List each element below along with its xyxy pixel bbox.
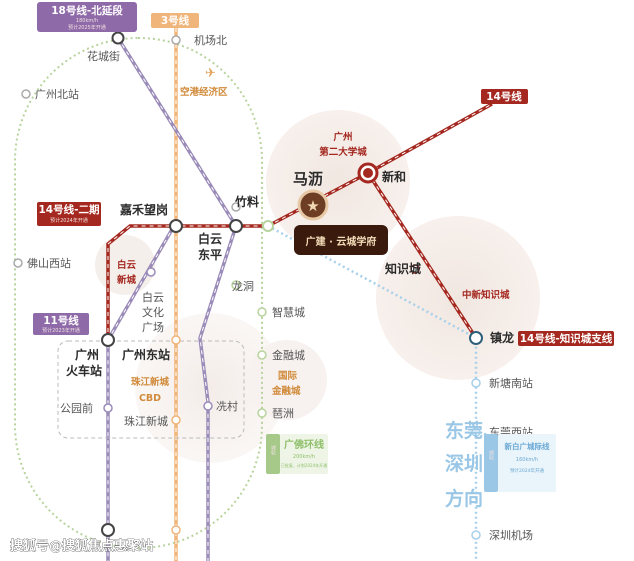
station-baiyunwenhua-3: 广场 bbox=[142, 320, 164, 334]
svg-text:预计2025年开通: 预计2025年开通 bbox=[68, 24, 106, 31]
svg-text:14号线-知识城支线: 14号线-知识城支线 bbox=[520, 332, 613, 345]
interchange-stations bbox=[101, 31, 483, 537]
svg-text:18号线-北延段: 18号线-北延段 bbox=[51, 4, 123, 17]
zone-jinrong-circle bbox=[247, 340, 327, 420]
svg-text:城轨: 城轨 bbox=[270, 444, 276, 456]
zone-baiyunxc-2: 新城 bbox=[117, 274, 137, 286]
svg-text:★: ★ bbox=[306, 197, 319, 215]
svg-text:11号线: 11号线 bbox=[43, 314, 79, 327]
station-jichangbei: 机场北 bbox=[194, 33, 227, 47]
zone-cbd-1: 珠江新城 bbox=[131, 376, 170, 388]
tag-line18: 18号线-北延段 180km/h 预计2025年开通 bbox=[37, 2, 137, 32]
station-zhenlong: 镇龙 bbox=[490, 330, 514, 345]
tag-line14b: 14号线-二期 预计2024年开通 bbox=[37, 202, 101, 226]
station-zhuliao: 竹料 bbox=[234, 194, 259, 209]
station-baiyundongping-1: 白云 bbox=[198, 231, 222, 246]
tag-line11: 11号线 预计2023年开通 bbox=[33, 313, 89, 335]
station-baiyunwenhua-1: 白云 bbox=[142, 290, 164, 304]
svg-text:预计2023年开通: 预计2023年开通 bbox=[42, 327, 80, 334]
station-jiahewanggang: 嘉禾望岗 bbox=[119, 202, 168, 217]
zone-baiyunxc-1: 白云 bbox=[117, 259, 137, 271]
zone-gz2university-circle bbox=[266, 110, 410, 254]
zone-gz2u-line1: 广州 bbox=[333, 131, 352, 143]
station-guangzhoubei: 广州北站 bbox=[35, 87, 79, 101]
tag-xinbai: 城轨 新白广城际线 160km/h 预计2024年开通 bbox=[484, 434, 556, 492]
svg-text:180km/h: 180km/h bbox=[76, 18, 98, 24]
station-guangzhoudong: 广州东站 bbox=[122, 347, 170, 362]
station-shenzhenjichang: 深圳机场 bbox=[489, 528, 533, 542]
tag-line14z: 14号线-知识城支线 bbox=[518, 331, 614, 346]
station-xinhe: 新和 bbox=[382, 169, 406, 184]
zone-jinrong-2: 金融城 bbox=[271, 385, 301, 397]
svg-text:预计2024年开通: 预计2024年开通 bbox=[50, 217, 88, 224]
zone-cbd-2: CBD bbox=[139, 393, 161, 404]
cbd-dashed-area bbox=[57, 340, 245, 439]
tag-line14: 14号线 bbox=[481, 89, 528, 104]
svg-text:200km/h: 200km/h bbox=[293, 454, 315, 460]
station-zhujiangxincheng: 珠江新城 bbox=[124, 414, 168, 428]
station-mali: 马沥 bbox=[293, 170, 323, 188]
station-dots bbox=[13, 35, 481, 540]
svg-text:14号线: 14号线 bbox=[486, 90, 522, 103]
station-xintangnan: 新塘南站 bbox=[489, 376, 533, 390]
svg-text:预计2024年开通: 预计2024年开通 bbox=[510, 467, 544, 474]
station-zhishicheng: 知识城 bbox=[384, 261, 421, 276]
zone-zhongxin: 中新知识城 bbox=[462, 289, 510, 301]
direction-2: 深圳 bbox=[445, 452, 483, 475]
station-huachengjie: 花城街 bbox=[87, 49, 120, 63]
zone-gz2u-line2: 第二大学城 bbox=[319, 146, 367, 158]
svg-text:广佛环线: 广佛环线 bbox=[284, 438, 324, 451]
station-baiyundongping-2: 东平 bbox=[198, 247, 222, 262]
zone-baiyun-circle bbox=[95, 235, 155, 295]
airplane-icon: ✈ bbox=[205, 66, 216, 81]
svg-text:新白广城际线: 新白广城际线 bbox=[505, 441, 550, 451]
station-foshanxi: 佛山西站 bbox=[27, 256, 71, 270]
project-label: 广建 · 云城学府 bbox=[306, 235, 377, 248]
station-xiancun: 冼村 bbox=[216, 399, 238, 413]
svg-text:160km/h: 160km/h bbox=[516, 457, 538, 463]
project-marker-icon bbox=[297, 189, 329, 221]
svg-text:城轨: 城轨 bbox=[488, 449, 494, 461]
svg-text:3号线: 3号线 bbox=[161, 14, 190, 27]
svg-text:已批复，计划2024年开通: 已批复，计划2024年开通 bbox=[281, 462, 327, 468]
station-zhihuicheng: 智慧城 bbox=[272, 305, 305, 319]
zone-zhongxin-circle bbox=[376, 216, 540, 380]
station-baiyunwenhua-2: 文化 bbox=[142, 305, 164, 319]
direction-3: 方向 bbox=[445, 487, 483, 510]
station-guangzhouhuoche-1: 广州 bbox=[75, 347, 99, 362]
tag-guangfo: 城轨 广佛环线 200km/h 已批复，计划2024年开通 bbox=[266, 434, 328, 474]
zone-konggang: 空港经济区 bbox=[180, 86, 228, 98]
zone-cbd-circle bbox=[135, 313, 285, 463]
tag-line3: 3号线 bbox=[151, 13, 199, 28]
station-pizhou: 琶洲 bbox=[272, 407, 294, 420]
station-longdong: 龙洞 bbox=[232, 280, 254, 293]
station-jinrongcheng: 金融城 bbox=[272, 348, 305, 362]
station-guangzhouhuoche-2: 火车站 bbox=[66, 363, 102, 378]
project-label-box bbox=[294, 225, 388, 255]
zone-jinrong-1: 国际 bbox=[278, 371, 298, 382]
watermark: 搜狐号@搜狐焦点惠聚站 bbox=[10, 538, 153, 554]
guangfo-loop-line bbox=[14, 37, 263, 549]
svg-text:14号线-二期: 14号线-二期 bbox=[39, 203, 100, 216]
station-gongyuanqian: 公园前 bbox=[60, 401, 93, 415]
